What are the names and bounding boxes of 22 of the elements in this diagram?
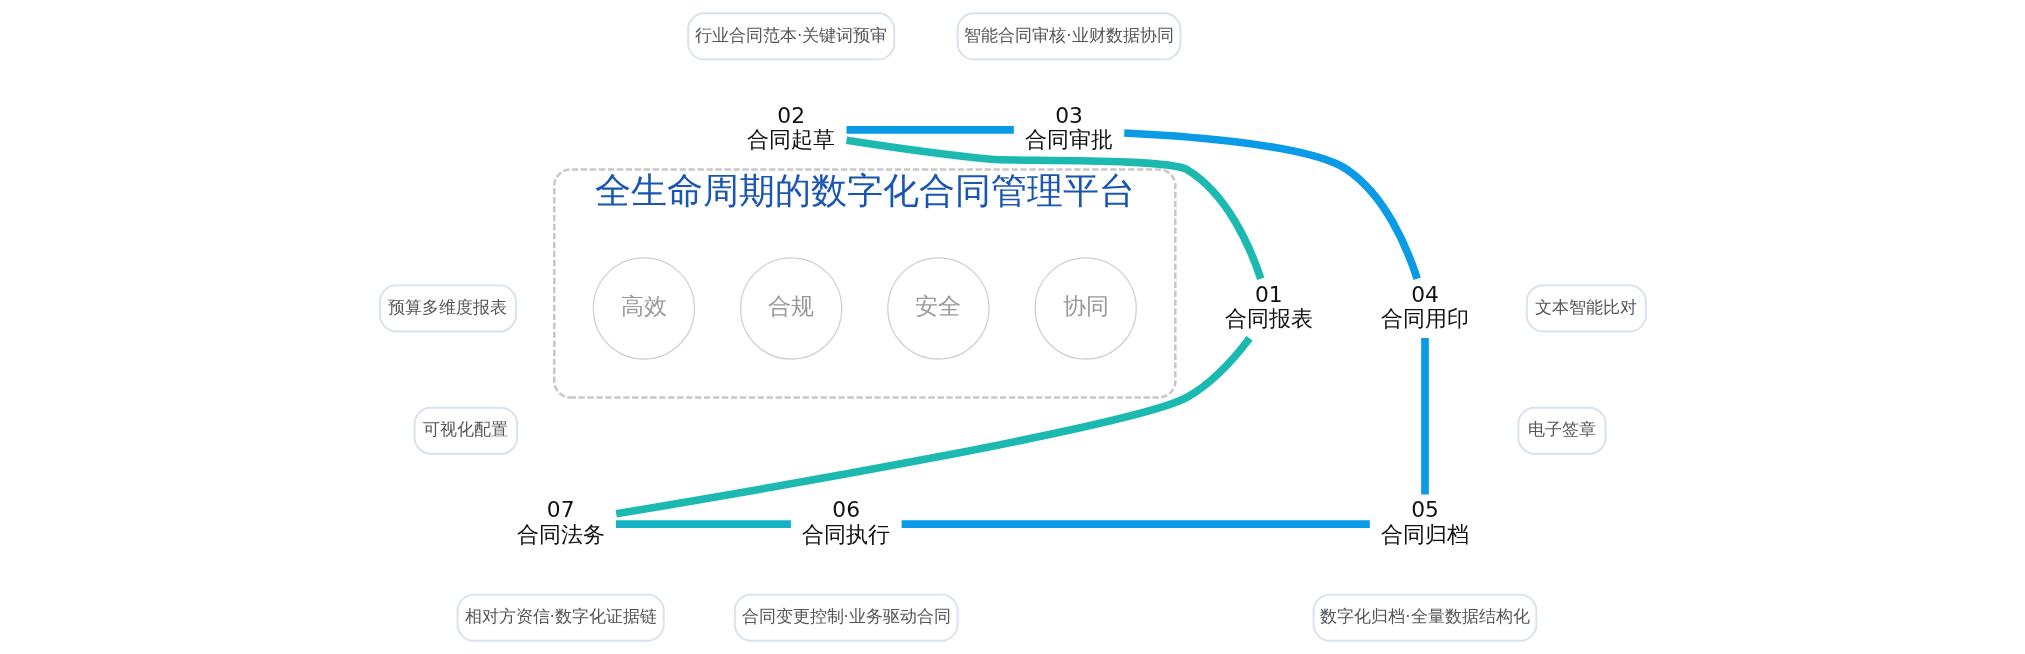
node-box: 数字化归档·全量数据结构化: [1312, 593, 1537, 642]
node-box: 相对方资信·数字化证据链: [456, 593, 665, 642]
node-box: 可视化配置: [413, 406, 518, 455]
node-text: 03 合同审批: [1024, 102, 1113, 153]
node-circle: 高效: [592, 257, 695, 360]
node-text: 05 合同归档: [1380, 497, 1469, 547]
node-circle: 安全: [886, 257, 990, 360]
node-box: 预算多维度报表: [378, 284, 517, 333]
node-text: 06 合同执行: [801, 497, 890, 547]
node-text: 07 合同法务: [516, 497, 605, 547]
node-box: 行业合同范本·关键词预审: [686, 12, 895, 61]
node-text: 04 合同用印: [1380, 281, 1469, 331]
node-circle: 协同: [1033, 257, 1137, 360]
node-box: 文本智能比对: [1525, 284, 1647, 333]
node-box: 电子签章: [1517, 406, 1606, 455]
node-circle: 合规: [739, 257, 842, 360]
node-box: 合同变更控制·业务驱动合同: [733, 593, 959, 642]
node-box: 智能合同审核·业财数据协同: [956, 12, 1181, 61]
connector: [845, 136, 1264, 280]
connector: [1123, 129, 1421, 280]
node-text: 01 合同报表: [1224, 281, 1313, 331]
node-text: 02 合同起草: [746, 102, 835, 153]
